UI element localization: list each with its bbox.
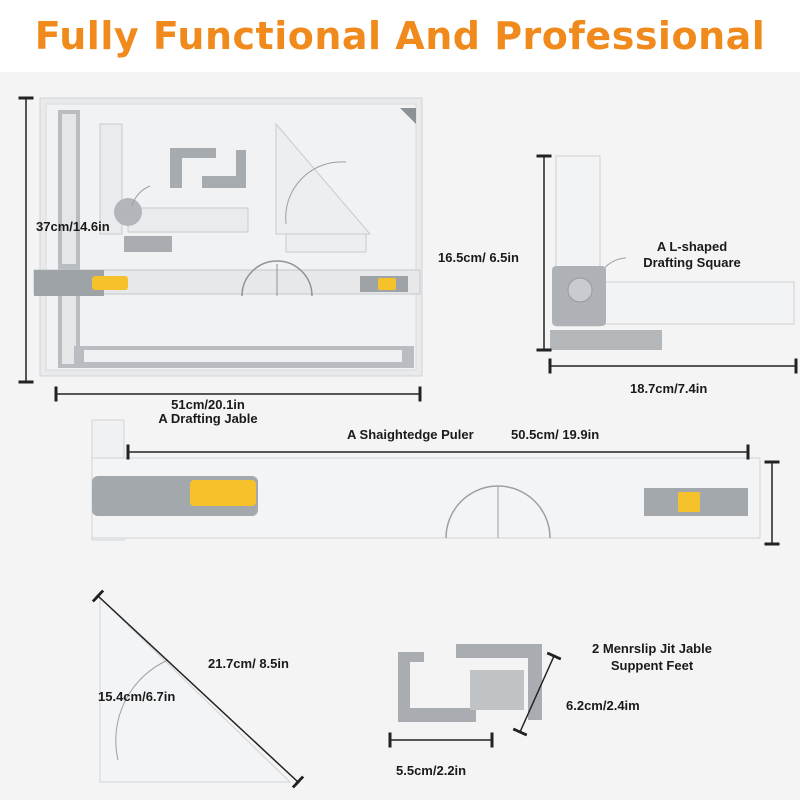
- board-height-label: 37cm/14.6in: [36, 219, 110, 234]
- feet-height-label: 6.2cm/2.4im: [566, 698, 640, 713]
- feet-name-line2: Suppent Feet: [610, 658, 694, 673]
- triangle-hyp-label: 21.7cm/ 8.5in: [208, 656, 289, 671]
- feet-name-line1: 2 Menrslip Jit Jable: [592, 641, 712, 656]
- square-name-line1: A L-shaped: [656, 239, 728, 254]
- triangle-square: [91, 589, 305, 789]
- square-width-label: 18.7cm/7.4in: [630, 381, 708, 396]
- straightedge-ruler: [91, 419, 780, 546]
- ruler-name-label: A Shaightedge Puler: [347, 427, 474, 442]
- l-square: [536, 154, 798, 374]
- ruler-length-label: 50.5cm/ 19.9in: [511, 427, 600, 442]
- board-name-label: A Drafting Jable: [158, 411, 258, 426]
- square-height-label: 16.5cm/ 6.5in: [438, 250, 519, 265]
- board-width-label: 51cm/20.1in: [171, 397, 245, 412]
- feet-width-label: 5.5cm/2.2in: [396, 763, 467, 778]
- square-name-line2: Drafting Square: [643, 255, 741, 270]
- triangle-height-label: 15.4cm/6.7in: [98, 689, 176, 704]
- board-feet: [388, 644, 562, 748]
- drafting-board: [18, 96, 423, 402]
- headline: Fully Functional And Professional: [34, 14, 766, 58]
